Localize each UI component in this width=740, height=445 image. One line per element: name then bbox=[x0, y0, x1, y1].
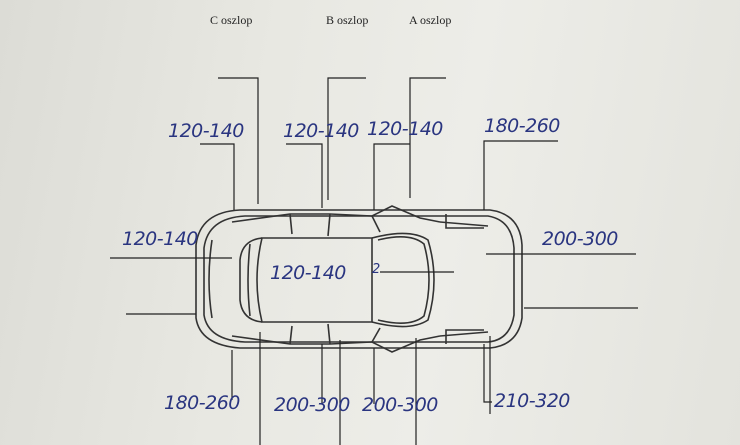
c-pillar-label: C oszlop bbox=[210, 13, 253, 27]
roof-outline bbox=[256, 237, 373, 323]
measurement-c-pillar: 120-140 bbox=[168, 120, 244, 142]
leader-c-pillar bbox=[218, 77, 259, 204]
measurement-front-fender-bottom: 210-320 bbox=[494, 390, 570, 412]
measurement-a-pillar: 120-140 bbox=[367, 118, 443, 140]
measurement-sill-b: 200-300 bbox=[274, 394, 350, 416]
measurement-roof: 120-140 bbox=[270, 262, 346, 284]
measurement-rear-door-bottom: 180-260 bbox=[164, 392, 240, 414]
measurement-front-fender-top: 180-260 bbox=[484, 115, 560, 137]
roof-mark: 2 bbox=[372, 262, 380, 277]
measurement-sill-a: 200-300 bbox=[362, 394, 438, 416]
measurement-b-pillar: 120-140 bbox=[283, 120, 359, 142]
measurement-rear: 120-140 bbox=[122, 228, 198, 250]
windshield-outline bbox=[371, 232, 435, 328]
leader-b-pillar bbox=[327, 77, 366, 200]
car-body-outline bbox=[195, 209, 523, 349]
a-pillar-label: A oszlop bbox=[409, 13, 452, 27]
measurement-hood: 200-300 bbox=[542, 228, 618, 250]
leader-a-pillar bbox=[409, 77, 446, 198]
b-pillar-label: B oszlop bbox=[326, 13, 369, 27]
